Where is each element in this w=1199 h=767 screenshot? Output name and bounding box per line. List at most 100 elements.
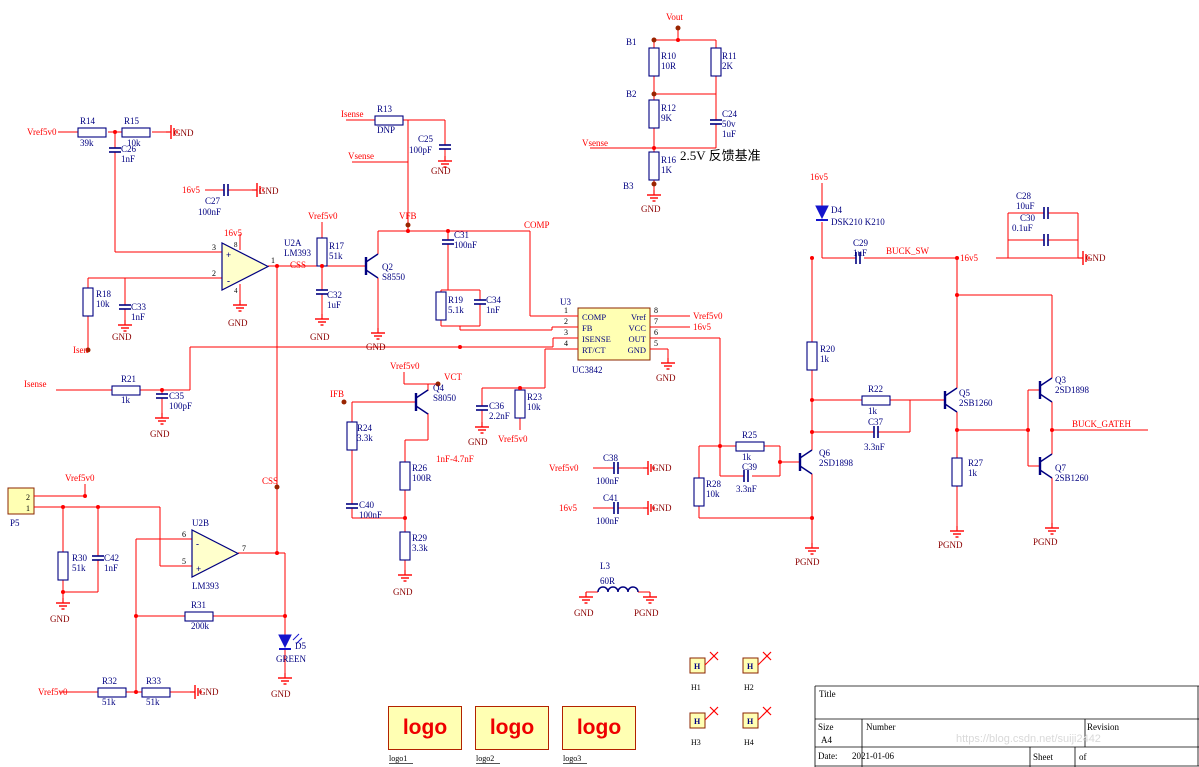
label-1nf: 1nF: [121, 154, 135, 164]
junction-dot: [83, 494, 87, 498]
label-2-5v-: 2.5V 反馈基准: [680, 148, 761, 163]
label-51k: 51k: [72, 563, 86, 573]
junction-dot: [718, 444, 722, 448]
port-dot: [274, 484, 280, 490]
label-lm393: LM393: [192, 581, 220, 591]
junction-dot: [1050, 428, 1054, 432]
label-r15: R15: [124, 116, 140, 126]
label-gnd: GND: [468, 437, 488, 447]
label-10k: 10k: [706, 489, 720, 499]
junction-dot: [1026, 428, 1030, 432]
label-vref: Vref: [631, 312, 646, 322]
label-out: OUT: [629, 334, 647, 344]
port-dot: [651, 91, 657, 97]
resistor-body: [648, 151, 660, 181]
label-1nf: 1nF: [131, 312, 145, 322]
label-pgnd: PGND: [938, 540, 963, 550]
label-u2a: U2A: [284, 238, 302, 248]
led-symbol: [278, 634, 292, 649]
transistor-symbol: [799, 465, 813, 475]
opamp-symbol: [221, 242, 270, 291]
logo-caption-1: logo1: [389, 754, 414, 764]
mounting-hole-h2: [742, 657, 759, 674]
label-vout: Vout: [666, 12, 683, 22]
transistor-symbol: [1039, 393, 1053, 403]
label-l3: L3: [600, 561, 610, 571]
label-r27: R27: [968, 458, 984, 468]
junction-dot: [275, 264, 279, 268]
junction-dot: [406, 229, 410, 233]
connector-p5-body: [7, 487, 35, 515]
label-100nf: 100nF: [596, 476, 619, 486]
inductor-symbol: [597, 586, 639, 593]
label-gnd: GND: [656, 373, 676, 383]
label-comp: COMP: [524, 220, 550, 230]
resistor-body: [399, 531, 411, 561]
label-gnd: GND: [259, 186, 279, 196]
label-39k: 39k: [80, 138, 94, 148]
resistor-body: [97, 687, 127, 698]
resistor-body: [648, 47, 660, 77]
label-100nf: 100nF: [359, 510, 382, 520]
label-r33: R33: [146, 676, 162, 686]
junction-dot: [810, 256, 814, 260]
junction-dot: [96, 505, 100, 509]
resistor-body: [435, 291, 447, 321]
label-vsense: Vsense: [348, 151, 374, 161]
label-q3: Q3: [1055, 375, 1066, 385]
label-h: H: [694, 662, 701, 671]
label-vref5v0: Vref5v0: [498, 434, 528, 444]
label-16v5: 16v5: [224, 228, 243, 238]
label-60r: 60R: [600, 576, 615, 586]
label-c25: C25: [418, 134, 434, 144]
label-10k: 10k: [527, 402, 541, 412]
label-7: 7: [654, 317, 658, 326]
label-100pf: 100pF: [169, 401, 192, 411]
label-5: 5: [654, 339, 658, 348]
junction-dot: [134, 614, 138, 618]
label-b2: B2: [626, 89, 637, 99]
label-fb: FB: [582, 323, 593, 333]
label-3-3k: 3.3k: [357, 433, 373, 443]
resistor-body: [735, 441, 765, 452]
label-1nf: 1nF: [486, 305, 500, 315]
label-c35: C35: [169, 391, 185, 401]
resistor-body: [806, 341, 818, 371]
label-51k: 51k: [102, 697, 116, 707]
label-gnd: GND: [366, 342, 386, 352]
label-r31: R31: [191, 600, 206, 610]
label-gnd: GND: [641, 204, 661, 214]
label-vct: VCT: [444, 372, 463, 382]
transistor-symbol: [1039, 377, 1053, 387]
label-r25: R25: [742, 430, 758, 440]
resistor-body: [121, 127, 151, 138]
label-r22: R22: [868, 384, 883, 394]
label-8: 8: [234, 241, 238, 249]
port-dot: [405, 222, 411, 228]
logo-caption-3: logo3: [563, 754, 588, 764]
label-ifb: IFB: [330, 389, 344, 399]
resistor-body: [861, 395, 891, 406]
label-3-3nf: 3.3nF: [736, 484, 757, 494]
label-pgnd: PGND: [795, 557, 820, 567]
label-6: 6: [654, 328, 658, 337]
label-uc3842: UC3842: [572, 365, 603, 375]
junction-dot: [403, 516, 407, 520]
label-r30: R30: [72, 553, 88, 563]
label-s8550: S8550: [382, 272, 406, 282]
resistor-body: [951, 457, 963, 487]
label-c28: C28: [1016, 191, 1032, 201]
label-gnd: GND: [1086, 253, 1106, 263]
label-css: CSS: [262, 476, 278, 486]
label-p5: P5: [10, 518, 20, 528]
port-dot: [341, 399, 347, 405]
ic-u3-body: [577, 307, 651, 361]
label-c24: C24: [722, 109, 738, 119]
label-2: 2: [26, 493, 30, 502]
label-1: 1: [271, 256, 275, 265]
label-gnd: GND: [50, 614, 70, 624]
label-3: 3: [564, 328, 568, 337]
titleblock-size-label: Size: [818, 722, 834, 732]
label-1k: 1K: [661, 165, 673, 175]
